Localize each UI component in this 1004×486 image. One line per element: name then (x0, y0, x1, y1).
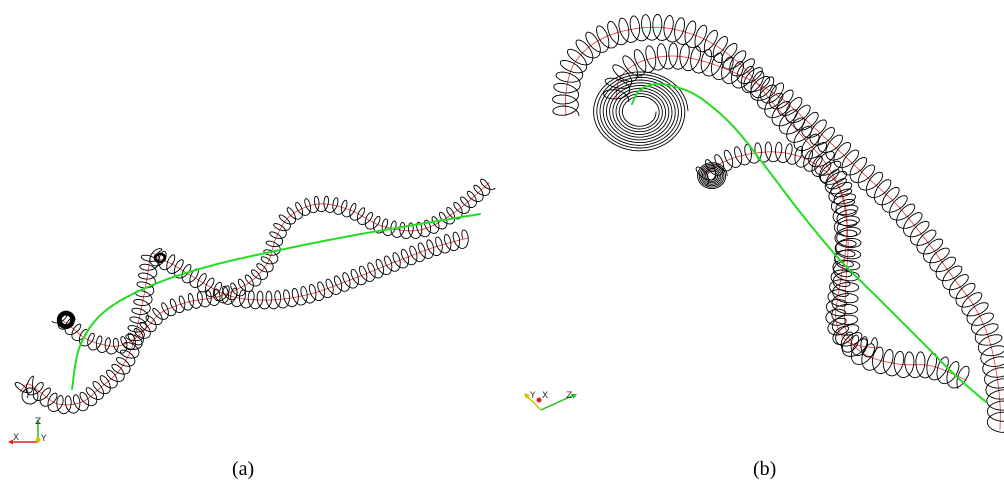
axis-label-x: X (542, 391, 548, 401)
axis-x-arrow (8, 439, 13, 445)
axis-y-line (526, 395, 542, 411)
spiral-coil-2 (21, 387, 39, 405)
axis-y-marker (35, 437, 41, 443)
axis-label-y: Y (529, 391, 536, 401)
spiral-coil-4 (697, 162, 728, 190)
centerline-1 (57, 181, 490, 347)
panel-b-rendering (552, 14, 1004, 433)
axis-y-arrow (524, 393, 530, 399)
panel-a-rendering (14, 178, 496, 415)
guide-curve-0 (71, 213, 481, 390)
spiral-coil-1 (153, 252, 167, 264)
axis-label-y: Y (40, 434, 47, 444)
helix-coil-2 (695, 141, 878, 358)
axis-z-line (540, 394, 575, 411)
spiral-coil-0 (56, 310, 76, 330)
axis-z-arrow (571, 394, 577, 399)
axis-x-marker (536, 397, 542, 403)
axis-z-arrow (35, 419, 41, 424)
helix-coil-1 (51, 178, 496, 355)
axis-label-x: X (13, 433, 19, 443)
panel-a-caption: (a) (232, 458, 255, 480)
guide-curve-0 (631, 83, 987, 403)
centerline-0 (565, 26, 967, 381)
panel-b-caption: (b) (753, 458, 777, 480)
axis-label-z: Z (35, 417, 41, 427)
axis-triad-a: X Z Y (8, 417, 47, 445)
spiral-coil-3 (593, 71, 689, 152)
helix-coil-0 (14, 229, 469, 415)
helix-coil-1 (603, 42, 1004, 433)
axis-label-z: Z (566, 391, 572, 401)
centerline-1 (615, 55, 1001, 431)
axis-triad-b: Y X Z (524, 391, 577, 411)
